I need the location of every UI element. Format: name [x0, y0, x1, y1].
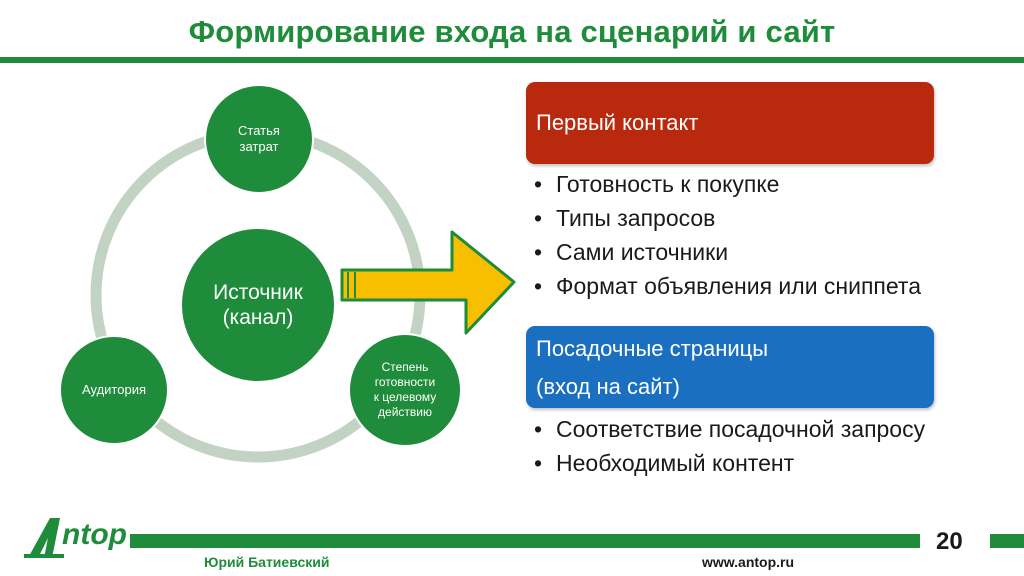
page-number: 20: [936, 528, 963, 555]
center-node: [180, 227, 336, 383]
left-node: [59, 335, 169, 445]
center-node-label: Источник(канал): [213, 280, 303, 329]
landing-title-line1: Посадочные страницы: [536, 336, 769, 361]
first-contact-title: Первый контакт: [536, 110, 699, 135]
top-node: [204, 84, 314, 194]
right-node: [348, 333, 462, 447]
list-item: Соответствие посадочной запросу: [532, 416, 932, 442]
antop-logo-icon: [24, 518, 64, 558]
slide-title: Формирование входа на сценарий и сайт: [188, 14, 836, 49]
arrow-right-icon: [340, 230, 516, 335]
left-node-label: Аудитория: [81, 382, 146, 398]
footer-bar-left: [130, 534, 920, 548]
list-item: Формат объявления или сниппета: [532, 273, 932, 299]
landing-title-line2: (вход на сайт): [536, 374, 680, 399]
list-item: Типы запросов: [532, 205, 932, 231]
list-item: Сами источники: [532, 239, 932, 265]
landing-panel: Посадочные страницы (вход на сайт): [526, 326, 934, 408]
first-contact-panel: Первый контакт: [526, 82, 934, 164]
logo-text: ntop: [62, 518, 127, 551]
website-link[interactable]: www.antop.ru: [702, 554, 795, 570]
author-name: Юрий Батиевский: [204, 554, 330, 570]
footer-bar-right: [990, 534, 1024, 548]
first-contact-list: Готовность к покупке Типы запросов Сами …: [532, 171, 932, 307]
landing-list: Соответствие посадочной запросу Необходи…: [532, 416, 932, 484]
list-item: Необходимый контент: [532, 450, 932, 476]
list-item: Готовность к покупке: [532, 171, 932, 197]
title-divider: [0, 57, 1024, 63]
